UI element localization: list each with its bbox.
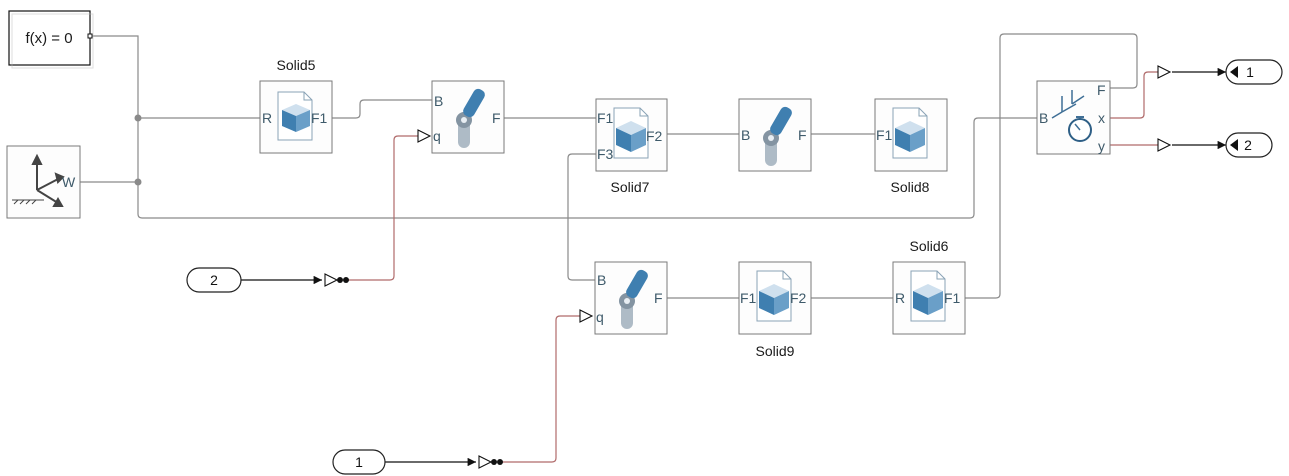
solid9-port-f1: F1 (740, 290, 757, 306)
solid8-name: Solid8 (891, 179, 930, 195)
solid7-block[interactable]: F1 F2 F3 Solid7 (595, 98, 668, 195)
branch-dot (134, 178, 142, 186)
solid6-port-r: R (895, 290, 905, 306)
outport-2[interactable]: 2 (1225, 132, 1273, 158)
rev3-port-q: q (596, 309, 604, 325)
rev1-port-f: F (492, 110, 501, 126)
solid7-port-f3: F3 (597, 146, 614, 162)
rev3-port-f: F (654, 290, 663, 306)
solid-cube-icon (892, 107, 928, 159)
solid6-port-f1: F1 (944, 290, 961, 306)
rev2-port-b: B (741, 127, 750, 143)
world-frame-icon (12, 153, 65, 207)
outport-1[interactable]: 1 (1225, 59, 1283, 85)
outport-2-label: 2 (1244, 137, 1252, 153)
solid8-block[interactable]: F1 Solid8 (874, 98, 948, 195)
solid7-name: Solid7 (611, 179, 650, 195)
solid6-name: Solid6 (910, 238, 949, 254)
revolute-joint-3[interactable]: B q F (594, 261, 668, 335)
solid5-port-r: R (262, 110, 272, 126)
connections (80, 33, 1226, 467)
constraint-label: f(x) = 0 (25, 30, 72, 47)
sensor-port-x: x (1098, 110, 1105, 126)
transform-sensor-block[interactable]: B F x y (1036, 80, 1111, 155)
rev3-port-b: B (597, 272, 606, 288)
solid-cube-icon (277, 91, 313, 141)
inport-2-label: 2 (210, 272, 218, 288)
solid9-port-f2: F2 (790, 290, 807, 306)
revolute-joint-icon (619, 269, 648, 329)
solid8-port-f1: F1 (876, 127, 893, 143)
revolute-joint-1[interactable]: B q F (431, 80, 505, 154)
revolute-joint-2[interactable]: B F (738, 98, 812, 172)
inport-2[interactable]: 2 (186, 267, 242, 293)
branch-dot (134, 114, 142, 122)
sensor-port-b: B (1039, 110, 1048, 126)
world-frame-block[interactable]: W (6, 145, 81, 219)
sensor-port-f: F (1097, 82, 1106, 98)
solid5-block[interactable]: Solid5 R F1 (259, 57, 333, 154)
solid7-port-f1: F1 (597, 110, 614, 126)
solid-cube-icon (613, 107, 649, 159)
solid5-name: Solid5 (277, 57, 316, 73)
solid9-name: Solid9 (756, 343, 795, 359)
sensor-port-y: y (1098, 138, 1105, 154)
world-port-w: W (62, 174, 76, 190)
rev1-port-b: B (434, 93, 443, 109)
revolute-joint-icon (456, 88, 485, 148)
solid9-block[interactable]: F1 F2 Solid9 (738, 261, 812, 359)
port-dots (337, 277, 503, 465)
rev1-port-q: q (433, 128, 441, 144)
transform-sensor-icon (1051, 90, 1092, 142)
outport-1-label: 1 (1246, 64, 1254, 80)
revolute-joint-icon (763, 106, 792, 166)
solid7-port-f2: F2 (646, 128, 663, 144)
solid-cube-icon (910, 270, 946, 322)
inport-1-label: 1 (355, 454, 363, 470)
rev2-port-f: F (798, 127, 807, 143)
solid-cube-icon (756, 270, 792, 322)
converter-icons (324, 65, 1172, 469)
solid6-block[interactable]: Solid6 R F1 (892, 238, 966, 335)
solid5-port-f1: F1 (311, 110, 328, 126)
inport-1[interactable]: 1 (332, 449, 386, 475)
constraint-block[interactable]: f(x) = 0 (8, 10, 94, 69)
